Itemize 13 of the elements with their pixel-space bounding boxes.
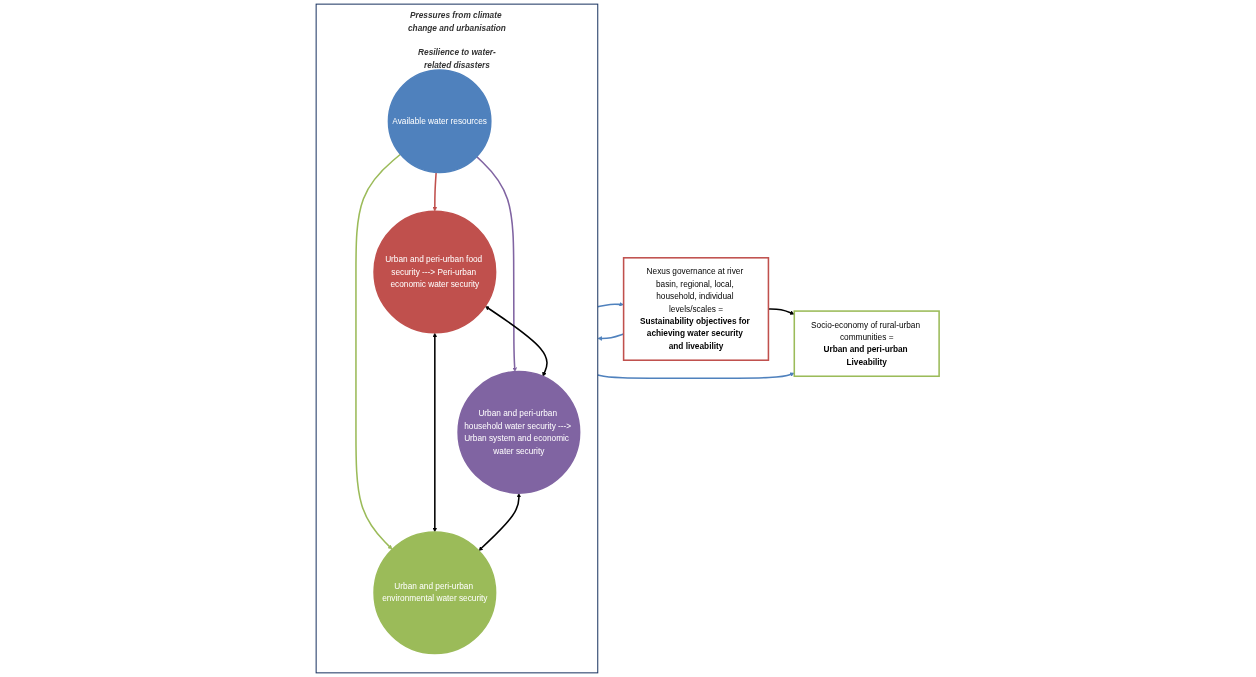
arrow	[432, 171, 438, 212]
arrow	[485, 306, 549, 377]
node-circle: Urban and peri-urban household water security ---> Urban system and economic water security	[457, 370, 581, 494]
node-circle: Urban and peri-urban food security ---> Peri-urban economic water security	[373, 210, 497, 334]
arrow	[355, 153, 402, 550]
node-circle: Available water resources	[388, 69, 492, 174]
arrow	[478, 493, 522, 551]
arrow	[432, 332, 438, 533]
node-box: Nexus governance at river basin, regional, local, household, individual levels/scales = Sustainability objectives for achieving water security and liveability	[623, 257, 770, 361]
arrow	[476, 155, 518, 372]
node-circle: Urban and peri-urban environmental water security	[373, 531, 497, 655]
arrow	[768, 308, 795, 315]
node-box: Socio-economy of rural-urban communities = Urban and peri-urban Liveability	[793, 310, 941, 378]
